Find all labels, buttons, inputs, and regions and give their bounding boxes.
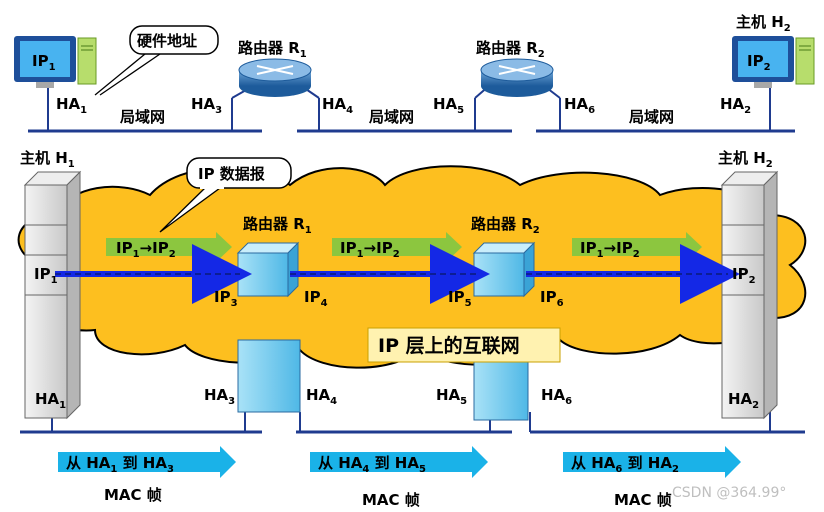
svg-text:硬件地址: 硬件地址	[137, 32, 197, 50]
host1-computer-icon	[14, 36, 97, 88]
svg-text:从 HA1 到 HA3: 从 HA1 到 HA3	[66, 454, 174, 475]
lan-label-3: 局域网	[628, 108, 674, 126]
svg-text:从 HA4 到 HA5: 从 HA4 到 HA5	[318, 454, 426, 475]
top-ha4: HA4	[322, 95, 353, 116]
datagram-arrow-2: IP1→IP2	[332, 232, 462, 262]
host2-title: 主机 H2	[736, 13, 791, 34]
hardware-address-callout: 硬件地址	[94, 25, 219, 96]
lan-label-2: 局域网	[368, 108, 414, 126]
host2-computer-icon	[732, 36, 815, 88]
svg-text:IP1→IP2: IP1→IP2	[116, 239, 176, 260]
svg-text:IP 数据报: IP 数据报	[198, 165, 265, 183]
ip4-label: IP4	[304, 288, 328, 309]
mid-ha1: HA1	[35, 390, 66, 411]
top-ha5: HA5	[433, 95, 464, 116]
mac-frame-arrow-1: 从 HA1 到 HA3 MAC 帧	[58, 446, 236, 504]
mac-frame-arrow-2: 从 HA4 到 HA5 MAC 帧	[310, 446, 488, 509]
mac-frame-caption-2: MAC 帧	[362, 491, 420, 509]
datagram-arrow-3: IP1→IP2	[572, 232, 702, 262]
mac-frame-arrow-3: 从 HA6 到 HA2 MAC 帧	[563, 446, 741, 509]
mid-host1-title: 主机 H1	[20, 149, 75, 170]
top-section: IP1 IP2 主机 H2 硬件地址 路由器 R1	[14, 13, 815, 133]
host1-protocol-stack	[23, 170, 82, 420]
router2-cube	[472, 241, 536, 298]
ip3-label: IP3	[214, 288, 238, 309]
mac-frame-caption-3: MAC 帧	[614, 491, 672, 509]
svg-text:IP1→IP2: IP1→IP2	[340, 239, 400, 260]
router2-label: 路由器 R2	[476, 39, 545, 60]
mid-ha4: HA4	[306, 386, 337, 407]
lan-label-1: 局域网	[119, 108, 165, 126]
ip5-label: IP5	[448, 288, 472, 309]
mid-router1-label: 路由器 R1	[243, 215, 312, 236]
router1-label: 路由器 R1	[238, 39, 307, 60]
mac-frame-caption-1: MAC 帧	[104, 486, 162, 504]
mid-router2-label: 路由器 R2	[471, 215, 540, 236]
top-ha6: HA6	[564, 95, 595, 116]
ip6-label: IP6	[540, 288, 564, 309]
internet-label-box: IP 层上的互联网	[367, 327, 561, 363]
mid-host1-ip: IP1	[34, 265, 58, 286]
svg-text:IP1→IP2: IP1→IP2	[580, 239, 640, 260]
top-ha3: HA3	[191, 95, 222, 116]
mid-ha2: HA2	[728, 390, 759, 411]
mid-ha6: HA6	[541, 386, 572, 407]
host1-ip: IP1	[32, 52, 56, 73]
host2-protocol-stack	[720, 170, 779, 420]
router2-icon	[480, 58, 554, 97]
ip-datagram-callout: IP 数据报	[159, 157, 292, 233]
watermark: CSDN @364.99°	[672, 485, 786, 501]
host2-ip: IP2	[747, 52, 771, 73]
router1-icon	[238, 58, 312, 97]
mid-host2-title: 主机 H2	[718, 149, 773, 170]
top-ha1: HA1	[56, 95, 87, 116]
mid-host2-ip: IP2	[732, 265, 756, 286]
mid-ha5: HA5	[436, 386, 467, 407]
router1-lower-box	[237, 339, 301, 413]
top-ha2: HA2	[720, 95, 751, 116]
mid-ha3: HA3	[204, 386, 235, 407]
router1-cube	[236, 241, 300, 298]
svg-text:IP 层上的互联网: IP 层上的互联网	[378, 334, 520, 357]
svg-text:从 HA6 到 HA2: 从 HA6 到 HA2	[571, 454, 679, 475]
